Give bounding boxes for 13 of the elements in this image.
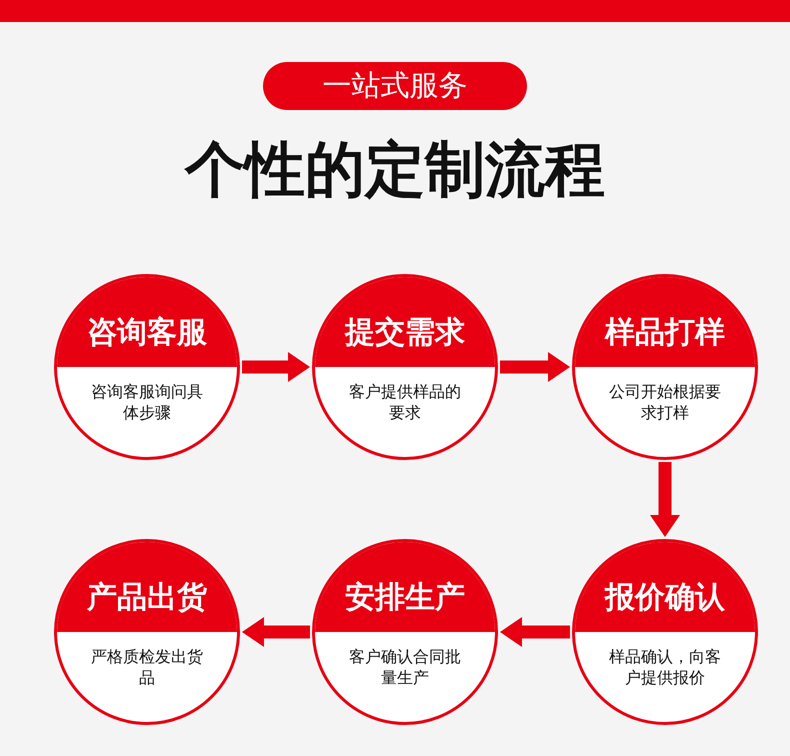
step-description: 公司开始根据要求打样 <box>608 381 722 423</box>
arrow <box>650 462 680 537</box>
arrow <box>500 352 570 382</box>
step-description: 咨询客服询问具体步骤 <box>90 381 204 423</box>
title: 个性的定制流程 <box>183 134 606 207</box>
step-description: 客户提供样品的要求 <box>348 381 462 423</box>
label-pill: 一站式服务 <box>263 62 527 110</box>
step-description: 样品确认，向客户提供报价 <box>608 646 722 688</box>
step-description: 严格质检发出货品 <box>90 646 204 688</box>
arrow <box>242 617 310 647</box>
arrow <box>242 352 310 382</box>
step-description: 客户确认合同批量生产 <box>348 646 462 688</box>
arrow <box>500 617 570 647</box>
